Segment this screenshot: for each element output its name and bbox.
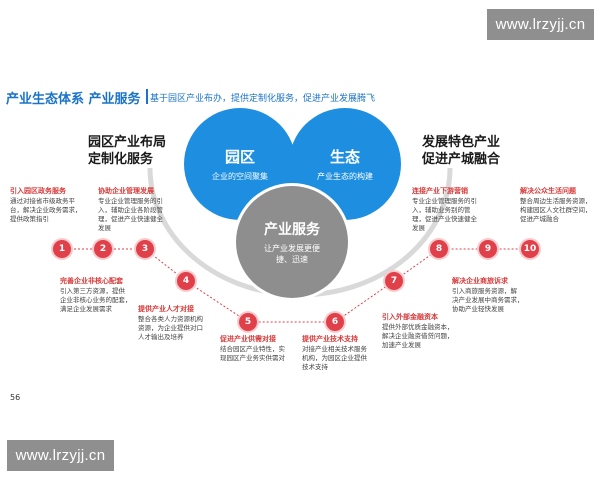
item-3-text1: 引入第三方资源，提供 — [60, 287, 125, 295]
service-subtitle: 让产业发展更便 捷、迅速 — [264, 243, 320, 265]
right-heading-line2: 促进产城融合 — [422, 152, 501, 167]
item-2-block: 协助企业管理发展 专业企业管理服务的引 入，辅助企业各阶段管 理，促进产业快速健… — [98, 187, 188, 233]
item-8-text3: 理，促进产业快速健全 — [412, 215, 477, 223]
item-7-heading: 引入外部金融资本 — [382, 313, 438, 321]
item-4-text1: 整合各类人力资源机构 — [138, 315, 203, 323]
page-subtitle: 基于园区产业布办，提供定制化服务，促进产业发展腾飞 — [150, 94, 376, 104]
title-separator — [146, 89, 148, 104]
item-1-block: 引入园区政务服务 通过对接省市级政务平 台，解决企业政务需求， 提供政策指引 — [10, 187, 100, 224]
item-8-text1: 专业企业管理服务的引 — [412, 197, 477, 205]
item-2-text3: 理，促进产业快速健全 — [98, 215, 163, 223]
item-5-heading: 促进产业供需对接 — [220, 335, 276, 343]
item-6-block: 提供产业技术支持 对接产业相关技术服务 机构，为园区企业提供 技术支持 — [302, 335, 392, 372]
item-1-text3: 提供政策指引 — [10, 215, 49, 223]
item-6-text3: 技术支持 — [302, 363, 328, 371]
left-heading-line2: 定制化服务 — [88, 152, 154, 167]
item-1-heading: 引入园区政务服务 — [10, 187, 66, 195]
item-9-heading: 解决企业商旅诉求 — [452, 277, 508, 285]
item-7-text2: 解决企业融资借贷问题， — [382, 332, 454, 340]
step-node-5: 5 — [239, 313, 257, 331]
item-9-block: 解决企业商旅诉求 引入商旅服务资源，解 决产业发展中商务需求， 协助产业轻快发展 — [452, 277, 547, 314]
service-subtitle-line2: 捷、迅速 — [276, 255, 308, 264]
item-5-text2: 现园区产业务实供需对 — [220, 354, 285, 362]
item-5-text1: 结合园区产业特性，实 — [220, 345, 285, 353]
item-1-text1: 通过对接省市级政务平 — [10, 197, 75, 205]
item-10-block: 解决公众生活问题 整合周边生活服务资源， 构建园区人文社群空间， 促进产城融合 — [520, 187, 598, 224]
item-3-text2: 企业非核心业务的配套， — [60, 296, 132, 304]
step-node-2: 2 — [94, 240, 112, 258]
item-2-text1: 专业企业管理服务的引 — [98, 197, 163, 205]
item-10-text3: 促进产城融合 — [520, 215, 559, 223]
step-node-3: 3 — [136, 240, 154, 258]
park-title: 园区 — [224, 148, 255, 166]
watermark-top: www.lrzyjj.cn — [487, 9, 594, 40]
item-7-text1: 提供外部优质金融资本， — [382, 323, 454, 331]
ecology-title: 生态 — [329, 148, 360, 166]
item-7-block: 引入外部金融资本 提供外部优质金融资本， 解决企业融资借贷问题， 加速产业发展 — [382, 313, 477, 350]
item-2-text2: 入，辅助企业各阶段管 — [98, 206, 163, 214]
step-node-10: 10 — [521, 240, 539, 258]
item-8-block: 连接产业下游营销 专业企业管理服务的引 入，辅助业务别的管 理，促进产业快速健全… — [412, 187, 507, 233]
right-heading-line1: 发展特色产业 — [422, 135, 501, 150]
item-8-text4: 发展 — [412, 224, 425, 232]
page-title: 产业生态体系 产业服务 — [6, 92, 141, 107]
item-2-text4: 发展 — [98, 224, 111, 232]
service-subtitle-line1: 让产业发展更便 — [264, 244, 320, 253]
item-4-heading: 提供产业人才对接 — [138, 305, 194, 313]
step-node-7: 7 — [385, 272, 403, 290]
item-5-block: 促进产业供需对接 结合园区产业特性，实 现园区产业务实供需对 — [220, 335, 315, 363]
item-4-block: 提供产业人才对接 整合各类人力资源机构 资源，为企业提供对口 人才输出及培养 — [138, 305, 228, 342]
right-heading: 发展特色产业 促进产城融合 — [422, 134, 500, 168]
step-node-8: 8 — [430, 240, 448, 258]
item-6-heading: 提供产业技术支持 — [302, 335, 358, 343]
watermark-bottom: www.lrzyjj.cn — [7, 440, 114, 471]
item-4-text3: 人才输出及培养 — [138, 333, 184, 341]
item-10-heading: 解决公众生活问题 — [520, 187, 576, 195]
item-6-text2: 机构，为园区企业提供 — [302, 354, 367, 362]
ecology-subtitle: 产业生态的构建 — [317, 172, 373, 181]
ecology-circle: 生态 产业生态的构建 — [289, 108, 401, 220]
step-node-6: 6 — [326, 313, 344, 331]
item-4-text2: 资源，为企业提供对口 — [138, 324, 203, 332]
item-1-text2: 台，解决企业政务需求， — [10, 206, 82, 214]
step-node-1: 1 — [53, 240, 71, 258]
service-circle: 产业服务 让产业发展更便 捷、迅速 — [236, 186, 348, 298]
item-6-text1: 对接产业相关技术服务 — [302, 345, 367, 353]
item-9-text2: 决产业发展中商务需求， — [452, 296, 524, 304]
park-subtitle: 企业的空间聚集 — [212, 172, 268, 181]
item-10-text2: 构建园区人文社群空间， — [520, 206, 592, 214]
step-node-9: 9 — [479, 240, 497, 258]
item-9-text3: 协助产业轻快发展 — [452, 305, 504, 313]
page-number: 56 — [10, 393, 21, 402]
item-2-heading: 协助企业管理发展 — [98, 187, 154, 195]
step-path — [62, 248, 530, 323]
left-heading: 园区产业布局 定制化服务 — [88, 134, 166, 168]
item-3-text3: 满足企业发展需求 — [60, 305, 112, 313]
item-8-text2: 入，辅助业务别的管 — [412, 206, 471, 214]
item-3-heading: 完善企业非核心配套 — [60, 277, 123, 285]
step-node-4: 4 — [177, 272, 195, 290]
service-title: 产业服务 — [264, 222, 320, 238]
item-10-text1: 整合周边生活服务资源， — [520, 197, 592, 205]
item-7-text3: 加速产业发展 — [382, 341, 421, 349]
left-heading-line1: 园区产业布局 — [88, 135, 167, 150]
item-3-block: 完善企业非核心配套 引入第三方资源，提供 企业非核心业务的配套， 满足企业发展需… — [60, 277, 160, 314]
item-8-heading: 连接产业下游营销 — [412, 187, 468, 195]
item-9-text1: 引入商旅服务资源，解 — [452, 287, 517, 295]
